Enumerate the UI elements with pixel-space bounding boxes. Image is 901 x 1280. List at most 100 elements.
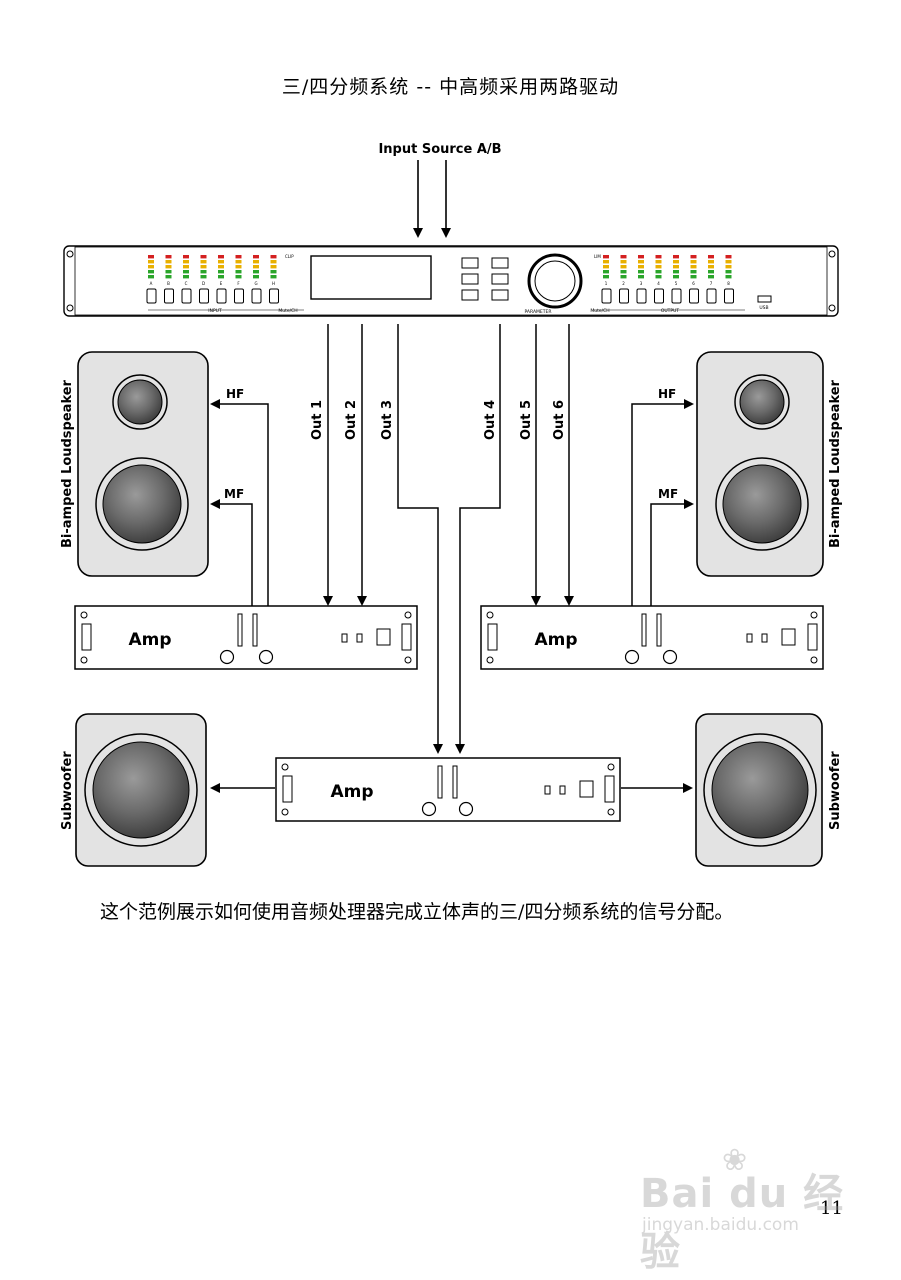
- output-meter-led: [708, 260, 714, 264]
- output-mute-button: [706, 288, 717, 304]
- output-channel-label: 2: [622, 281, 625, 286]
- right-subwoofer: [695, 713, 823, 867]
- output-meter-led: [690, 260, 697, 264]
- right-mf-line: [650, 499, 694, 606]
- input-meter-led: [253, 260, 259, 264]
- input-meter-led: [235, 270, 242, 274]
- input-meter-led: [270, 255, 277, 259]
- output-meter-led: [603, 265, 609, 269]
- output-meter-led: [638, 265, 644, 269]
- output-mute-button: [689, 288, 699, 304]
- input-meter-led: [183, 270, 189, 274]
- output-channel-label: 3: [640, 281, 643, 286]
- center-amp-label: Amp: [330, 782, 373, 802]
- output-meter-led: [620, 275, 627, 279]
- output-meter-led: [620, 270, 627, 274]
- right-hf-label: HF: [658, 387, 676, 401]
- output-meter-led: [708, 255, 714, 259]
- output-meter-led: [725, 260, 732, 264]
- left-subwoofer: [75, 713, 207, 867]
- output-mute-button: [619, 288, 629, 304]
- rack-hole-icon: [828, 250, 836, 258]
- out-4-label: Out 4: [483, 400, 498, 440]
- menu-buttons: [461, 257, 509, 301]
- paw-logo-icon: ❀: [722, 1143, 748, 1178]
- right-amp: [480, 605, 824, 670]
- input-meter-led: [235, 255, 242, 259]
- input-meter-led: [183, 275, 189, 279]
- watermark-main: Bai du 经验: [640, 1171, 845, 1275]
- rack-hole-icon: [66, 250, 74, 258]
- output-channel-label: 6: [692, 281, 695, 286]
- input-meter-led: [200, 255, 207, 259]
- input-mute-button: [199, 288, 209, 304]
- center-amp: [275, 757, 621, 822]
- output-meter-led: [638, 255, 644, 259]
- output-meter-led: [603, 255, 609, 259]
- page-number: 11: [820, 1198, 843, 1219]
- output-channel-label: 8: [727, 281, 730, 286]
- output-mute-button: [724, 288, 734, 304]
- output-mute-button: [671, 288, 682, 304]
- lcd-display: [310, 255, 432, 300]
- input-meter-led: [148, 260, 154, 264]
- output-channel-label: 7: [710, 281, 713, 286]
- right-hf-line: [631, 399, 694, 606]
- output-meter-led: [603, 260, 609, 264]
- input-meter-led: [270, 270, 277, 274]
- input-meter-led: [148, 270, 154, 274]
- input-meter-led: [218, 270, 224, 274]
- input-meter-led: [253, 275, 259, 279]
- output-meter-led: [620, 255, 627, 259]
- output-meter-led: [708, 265, 714, 269]
- input-channel-label: E: [220, 281, 223, 286]
- input-meter-led: [165, 270, 172, 274]
- input-meter-led: [200, 260, 207, 264]
- caption: 这个范例展示如何使用音频处理器完成立体声的三/四分频系统的信号分配。: [100, 901, 734, 923]
- input-meter-led: [200, 275, 207, 279]
- out-5-label: Out 5: [519, 400, 534, 440]
- input-channel-label: A: [150, 281, 153, 286]
- input-meter-led: [183, 265, 189, 269]
- left-subwoofer-label: Subwoofer: [60, 751, 75, 830]
- parameter-label: PARAMETER: [525, 309, 552, 315]
- output-mute-button: [654, 288, 664, 304]
- output-lines: [323, 324, 574, 754]
- right-subwoofer-label: Subwoofer: [828, 751, 843, 830]
- input-meter-led: [200, 265, 207, 269]
- input-meter-led: [270, 275, 277, 279]
- output-meter-led: [655, 275, 662, 279]
- output-meter-led: [673, 255, 679, 259]
- output-meter-led: [673, 270, 679, 274]
- input-meter-led: [183, 260, 189, 264]
- output-meter-led: [690, 270, 697, 274]
- left-mf-line: [210, 499, 253, 606]
- baidu-watermark: ❀ Bai du 经验 jingyan.baidu.com: [640, 1143, 850, 1275]
- output-meter-led: [725, 270, 732, 274]
- output-meter-led: [725, 275, 732, 279]
- mute-ch-label-right: Mute/CH: [590, 308, 609, 314]
- output-meter-led: [673, 275, 679, 279]
- input-meter-led: [253, 255, 259, 259]
- output-meter-led: [638, 275, 644, 279]
- left-biamp-loudspeaker: [77, 351, 209, 577]
- watermark-sub: jingyan.baidu.com: [642, 1215, 799, 1235]
- left-amp: [74, 605, 418, 670]
- right-biamp-label: Bi-amped Loudspeaker: [828, 379, 843, 548]
- right-biamp-loudspeaker: [696, 351, 824, 577]
- output-channel-label: 4: [657, 281, 660, 286]
- limit-labels: LIM: [594, 254, 601, 259]
- input-meter-led: [235, 260, 242, 264]
- input-channel-label: G: [254, 281, 257, 286]
- output-mute-button: [636, 288, 647, 304]
- rack-hole-icon: [66, 304, 74, 312]
- output-meter-led: [708, 275, 714, 279]
- output-meter-led: [725, 265, 732, 269]
- input-channel-label: B: [167, 281, 170, 286]
- output-meter-led: [603, 270, 609, 274]
- input-meter-led: [165, 265, 172, 269]
- output-meter-led: [638, 270, 644, 274]
